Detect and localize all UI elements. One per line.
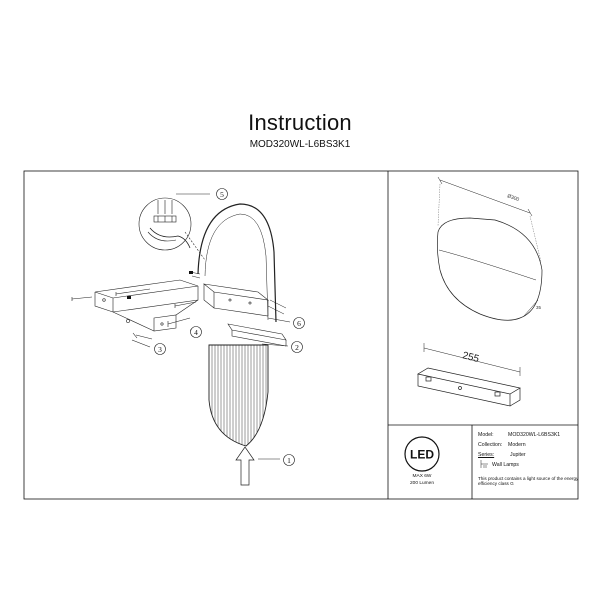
- clip-bar: [227, 323, 287, 347]
- screw-top: [115, 288, 151, 296]
- callout-4: 4: [194, 328, 198, 337]
- wiring-detail: [138, 197, 206, 261]
- callout-6: 6: [297, 319, 301, 328]
- callout-3: 3: [158, 345, 162, 354]
- wall-lamp-icon: [480, 460, 488, 468]
- lamp-rail: [202, 283, 270, 317]
- spec-type-value: Wall Lamps: [492, 462, 519, 468]
- callout-1: 1: [287, 456, 291, 465]
- page-title: Instruction: [248, 110, 352, 135]
- spec-model-label: Model:: [478, 432, 494, 438]
- led-lumen: 200 Lumen: [409, 481, 434, 486]
- dimension-bracket-length: 255: [461, 350, 480, 365]
- led-logo: LED: [410, 448, 434, 462]
- callout-leaders: [131, 193, 291, 460]
- lamp-cover-arc: [197, 203, 277, 323]
- spec-energy-notice: This product contains a light source of …: [478, 476, 579, 487]
- callout-2: 2: [295, 343, 299, 352]
- callout-5: 5: [220, 190, 224, 199]
- dimension-depth: 35: [536, 305, 542, 310]
- exploded-view: [71, 197, 287, 486]
- wall-bracket: [94, 279, 199, 332]
- spec-series-label: Series:: [478, 452, 495, 458]
- screw-bottom: [132, 332, 153, 340]
- fixing-screw: [167, 317, 191, 327]
- spec-collection-value: Modern: [508, 442, 526, 448]
- screw-back: [174, 301, 197, 308]
- bracket-dimension-view: [417, 343, 521, 407]
- screw-left: [71, 296, 93, 301]
- spec-series-value: Jupiter: [510, 452, 526, 458]
- insert-arrow: [235, 446, 255, 486]
- callout-circles: [154, 188, 305, 466]
- spec-model-value: MOD320WL-L6BS3K1: [508, 432, 561, 438]
- model-code: MOD320WL-L6BS3K1: [249, 139, 351, 150]
- led-max-power: MAX 6W: [412, 474, 432, 479]
- spec-collection-label: Collection:: [478, 442, 503, 448]
- main-frame: [23, 170, 579, 500]
- led-badge: LED: [404, 436, 440, 472]
- dimension-diameter: Ø300: [506, 193, 520, 203]
- lamp-dimension-view: [436, 176, 543, 321]
